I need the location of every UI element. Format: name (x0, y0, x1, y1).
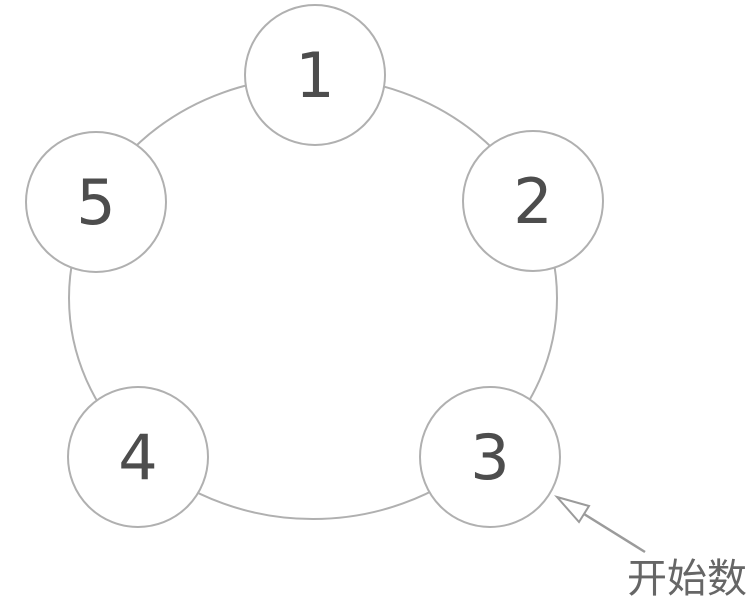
node-circle-1 (244, 4, 386, 146)
node-label-4: 4 (118, 421, 157, 494)
node-circle-4 (67, 386, 209, 528)
node-label-3: 3 (470, 421, 509, 494)
start-arrow-line (583, 512, 646, 554)
node-label-1: 1 (295, 39, 334, 112)
start-arrow-head-icon (554, 495, 591, 524)
node-circle-5 (25, 131, 167, 273)
node-label-2: 2 (513, 165, 552, 238)
node-circle-2 (462, 130, 604, 272)
node-label-5: 5 (76, 166, 115, 239)
start-annotation-label: 开始数 (627, 556, 747, 602)
node-circle-3 (419, 386, 561, 528)
